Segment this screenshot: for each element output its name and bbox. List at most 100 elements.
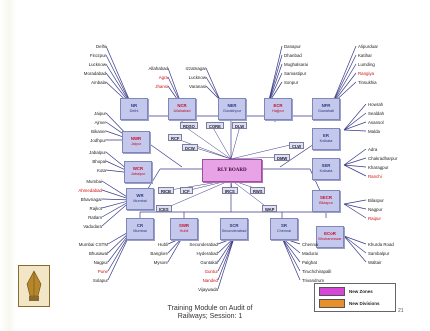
division-label-wr: Ahmedabad	[78, 188, 102, 193]
emblem-logo	[18, 265, 50, 307]
unit-ices: ICES	[156, 205, 172, 212]
division-label-scr: Nanded	[202, 278, 218, 283]
division-label-wcr: Jabalpur	[89, 150, 106, 155]
division-label-ncr: Agra	[158, 75, 168, 80]
division-label-cr: Bhusawal	[88, 251, 108, 256]
division-label-scr: Guntur	[204, 269, 218, 274]
division-label-cr: Nagpur	[93, 260, 108, 265]
division-label-nfr: Tinsukhia	[358, 80, 377, 85]
unit-dcw: DCW	[182, 144, 198, 151]
division-label-ner: Varanasi	[188, 84, 206, 89]
division-label-cr: Pune	[97, 269, 108, 274]
division-label-ecr: Dhanbad	[284, 53, 302, 58]
division-label-secr: Bilaspur	[368, 198, 384, 203]
division-label-er: Howrah	[368, 102, 384, 107]
division-label-scr: Guntakal	[200, 260, 218, 265]
unit-rcf: RCF	[168, 134, 183, 141]
division-label-scr: Secunderabad	[189, 242, 218, 247]
division-label-wr: Rajkot	[89, 206, 102, 211]
unit-rws: RWS	[250, 187, 266, 194]
unit-wap: WAP	[262, 205, 278, 212]
division-label-wcr: Bhopal	[92, 159, 106, 164]
unit-clw: CLW	[289, 142, 305, 149]
division-label-scr: Hyderabad	[196, 251, 218, 256]
slide-decoration	[0, 0, 16, 331]
division-label-nr: Ambala	[91, 80, 106, 85]
division-label-nr: Moradabad	[83, 71, 106, 76]
division-label-ecr: Samastipur	[284, 71, 307, 76]
division-label-nr: Lucknow	[88, 62, 106, 67]
page-number: 21	[398, 308, 404, 314]
division-label-sr: Madurai	[302, 251, 318, 256]
division-label-secr: Nagpur	[368, 207, 383, 212]
legend: New Zones New Divisions	[314, 283, 396, 312]
unit-icrs: IRCS	[222, 187, 238, 194]
division-label-wr: Mumbai	[86, 179, 102, 184]
division-label-sr: Trivandrum	[302, 278, 325, 283]
division-label-nfr: Rangiya	[358, 71, 375, 76]
division-label-nwr: Bikaner	[91, 129, 106, 134]
unit-dlw: DLW	[232, 122, 248, 129]
unit-dmw: DMW	[274, 154, 291, 161]
division-label-ser: Adra	[368, 147, 378, 152]
division-label-nr: Delhi	[95, 44, 106, 49]
division-label-nr: Firozpur	[89, 53, 106, 58]
legend-new-divisions: New Divisions	[319, 299, 380, 309]
unit-ricb: RICB	[158, 187, 175, 194]
division-label-ncr: Allahabad	[148, 66, 168, 71]
division-label-wr: Ratlam	[88, 215, 102, 220]
division-label-sr: Palghat	[302, 260, 317, 265]
unit-rdso: RDSO	[180, 122, 198, 129]
division-label-nwr: Ajmer	[94, 120, 106, 125]
division-label-cr: Mumbai CSTM	[78, 242, 108, 247]
division-label-cr: Solapur	[92, 278, 108, 283]
division-label-ncr: Jhansi	[155, 84, 168, 89]
division-label-swr: Hubli	[157, 242, 168, 247]
division-label-wr: Vadodara	[83, 224, 102, 229]
division-label-secr: Raipur	[368, 216, 381, 221]
railway-board: RLY BOARD	[202, 159, 262, 182]
division-label-swr: Mysore	[153, 260, 168, 265]
division-label-er: Sealdah	[368, 111, 385, 116]
unit-core: CORE	[206, 122, 224, 129]
division-label-ecr: Sonpur	[284, 80, 299, 85]
division-label-wcr: Kota	[96, 168, 106, 173]
division-label-ser: Ranchi	[368, 174, 382, 179]
division-label-sr: Chennai	[302, 242, 319, 247]
division-label-swr: Banglore	[150, 251, 168, 256]
division-label-scr: Vijaywada	[198, 287, 218, 292]
unit-icf: ICF	[180, 187, 193, 194]
division-label-wr: Bhavnagar	[80, 197, 102, 202]
division-label-er: Asansol	[368, 120, 384, 125]
division-label-ecr: Mughalsarai	[284, 62, 308, 67]
division-label-ecor: Waltair	[368, 260, 382, 265]
division-label-ecor: Khurda Road	[368, 242, 394, 247]
division-label-ecr: Danapur	[284, 44, 301, 49]
division-label-ser: Chakradharpur	[368, 156, 398, 161]
division-label-ser: Kharagpur	[368, 165, 389, 170]
division-label-nfr: Alipurduar	[358, 44, 379, 49]
division-label-nfr: Lumding	[358, 62, 375, 67]
division-label-nwr: Jodhpur	[90, 138, 106, 143]
division-label-ner: Lucknow	[188, 75, 206, 80]
division-label-ecor: Sambalpur	[368, 251, 390, 256]
legend-swatch-new-zones	[319, 287, 345, 297]
division-label-ner: Izzatnagar	[185, 66, 206, 71]
division-label-sr: Tiruchchirapalli	[302, 269, 332, 274]
legend-new-zones: New Zones	[319, 287, 373, 297]
division-label-er: Malda	[368, 129, 380, 134]
